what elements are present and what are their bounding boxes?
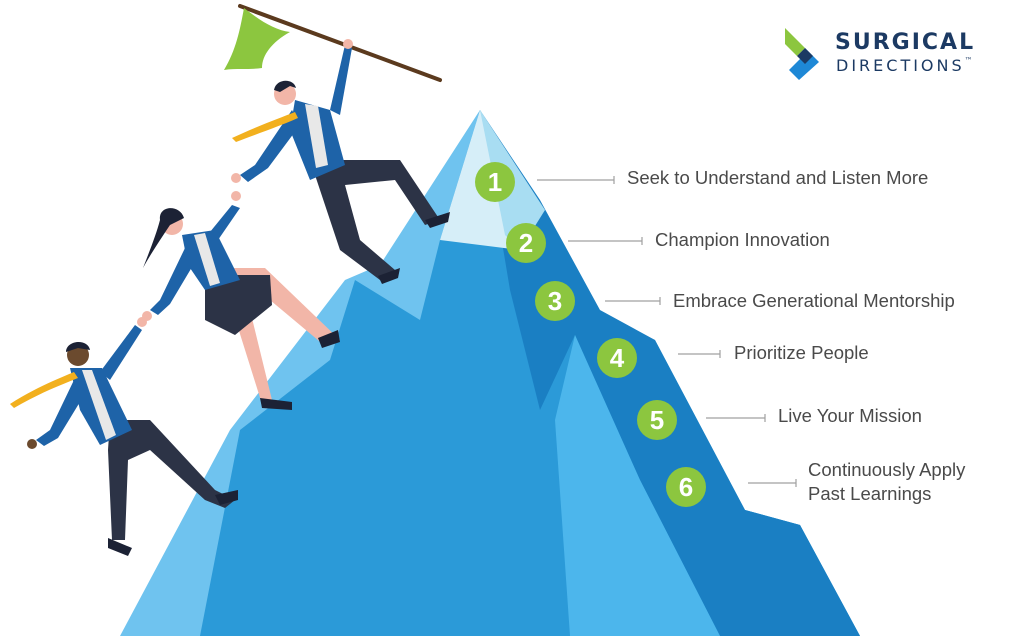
logo: SURGICAL DIRECTIONS™ xyxy=(783,26,983,84)
step-label-5: Live Your Mission xyxy=(778,405,922,426)
logo-mark-icon xyxy=(785,28,819,80)
climber-middle xyxy=(142,191,340,410)
logo-text-directions: DIRECTIONS™ xyxy=(836,56,973,75)
step-label-4: Prioritize People xyxy=(734,342,869,363)
flag-icon xyxy=(224,4,442,82)
step-badge-3: 3 xyxy=(535,281,575,321)
step-badge-2: 2 xyxy=(506,223,546,263)
svg-text:3: 3 xyxy=(548,286,562,316)
mountain-shadow-face xyxy=(480,110,860,636)
climbers-illustration xyxy=(10,39,450,556)
svg-text:1: 1 xyxy=(488,167,502,197)
step-label-2: Champion Innovation xyxy=(655,229,830,250)
step-badge-6: 6 xyxy=(666,467,706,507)
svg-text:4: 4 xyxy=(610,343,625,373)
climber-top xyxy=(231,39,450,284)
climber-bottom xyxy=(10,317,238,556)
step-label-6: Continuously Apply Past Learnings xyxy=(808,459,966,504)
step-label-3: Embrace Generational Mentorship xyxy=(673,290,955,311)
svg-text:2: 2 xyxy=(519,228,533,258)
logo-text-surgical: SURGICAL xyxy=(835,30,976,55)
step-badge-5: 5 xyxy=(637,400,677,440)
step-label-1: Seek to Understand and Listen More xyxy=(627,167,929,188)
step-connectors xyxy=(537,176,797,487)
step-badge-4: 4 xyxy=(597,338,637,378)
step-badge-1: 1 xyxy=(475,162,515,202)
step-badges: 1 2 3 4 5 6 xyxy=(475,162,706,507)
mountain-front-right xyxy=(555,335,720,636)
svg-text:5: 5 xyxy=(650,405,664,435)
svg-text:6: 6 xyxy=(679,472,693,502)
